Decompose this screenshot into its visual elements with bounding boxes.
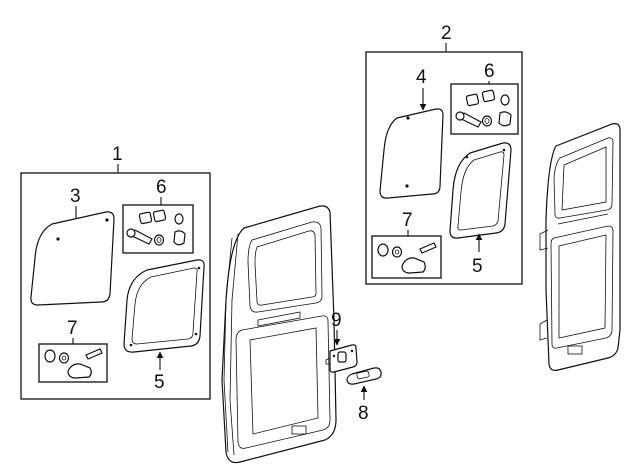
door-window-frame: [247, 221, 323, 313]
knob: [498, 111, 512, 127]
hardware-right-box: [450, 83, 519, 135]
callout-6-right: 6: [484, 61, 495, 82]
o-ring-hole: [484, 118, 490, 124]
clip-left-parts: [44, 348, 103, 379]
clip-body: [401, 257, 426, 274]
kit-left-box: [20, 172, 211, 400]
bezel-opening: [356, 370, 370, 380]
callout-4: 4: [416, 67, 427, 88]
door-lower-panel-inner: [249, 327, 319, 435]
o-ring: [153, 234, 165, 246]
glass-left-hole: [56, 237, 60, 241]
callout-2: 2: [441, 23, 452, 44]
callout-7-right: 7: [402, 210, 413, 231]
hardware-right-parts: [455, 89, 512, 128]
rear-door-right: [539, 123, 621, 371]
screw: [419, 242, 437, 254]
spacer: [377, 243, 389, 257]
seal-left: [123, 259, 205, 353]
door-edge: [223, 237, 233, 453]
o-ring: [481, 115, 493, 127]
door-right-hinge: [539, 319, 548, 341]
door-right-lower-panel: [550, 225, 614, 349]
kit-right-box: [365, 51, 523, 285]
door-right-outer-shell: [545, 123, 621, 371]
clip-right-box: [371, 235, 442, 279]
callout-5-left: 5: [154, 372, 165, 393]
door-handle-pocket: [291, 425, 307, 435]
retainer-clip: [465, 93, 480, 107]
glass-right-hole: [405, 184, 409, 188]
clip-left-box: [38, 343, 108, 383]
door-right-lower-inner: [558, 234, 607, 339]
seal-right: [449, 142, 512, 239]
latch-screw: [350, 349, 354, 353]
door-outer-shell: [221, 205, 337, 464]
retainer-clip: [481, 89, 496, 103]
bezel: [346, 367, 382, 385]
callout-8: 8: [358, 403, 369, 424]
glass-right-hole: [406, 116, 410, 120]
o-ring-hole: [156, 237, 162, 243]
latch-tab: [325, 357, 331, 365]
seal-left-fastener: [129, 343, 133, 347]
spacer: [44, 349, 56, 363]
seal-left-fastener: [194, 332, 198, 336]
glass-left: [30, 211, 115, 306]
door-right-window-inner: [561, 146, 607, 211]
callout-3: 3: [70, 186, 81, 207]
callout-9: 9: [331, 310, 342, 331]
door-right-handle-pocket: [567, 345, 583, 355]
clip-body: [67, 363, 92, 379]
door-right-window-frame: [553, 137, 614, 219]
seal-left-fastener: [197, 266, 201, 270]
seal-left-inner: [131, 267, 198, 345]
clip-right-parts: [377, 242, 437, 274]
hardware-left-box: [122, 204, 194, 254]
knob: [173, 230, 186, 246]
latch-group: 9: [325, 310, 358, 373]
callout-6-left: 6: [156, 177, 167, 198]
retainer-clip: [138, 211, 153, 225]
seal-right-fastener: [465, 155, 469, 159]
bolt-head: [126, 228, 136, 238]
retainer-clip: [152, 209, 167, 223]
callout-7-left: 7: [67, 318, 78, 339]
washer: [500, 94, 510, 106]
washer: [391, 246, 403, 258]
door-right-hinge: [539, 229, 549, 251]
door-right-reinforcement: [557, 213, 609, 225]
glass-left-hole: [105, 218, 109, 222]
screw: [85, 348, 103, 360]
bolt-head: [455, 111, 465, 121]
rear-door-center: [221, 205, 337, 464]
kit-right-group: 2 4 5 6 7: [365, 23, 523, 285]
door-reinforcement: [257, 311, 301, 327]
washer-hole: [61, 355, 67, 361]
seal-right-fastener: [502, 148, 506, 152]
latch-slot: [337, 351, 347, 363]
washer-hole: [394, 249, 400, 255]
bezel-group: 8: [346, 367, 382, 424]
washer: [174, 213, 184, 225]
door-lower-panel: [235, 315, 331, 449]
latch-screw: [332, 354, 336, 358]
seal-right-inner: [457, 151, 505, 231]
callout-5-right: 5: [472, 256, 483, 277]
hardware-left-parts: [126, 209, 186, 246]
kit-left-group: 1 3 5 6 7: [20, 144, 211, 400]
glass-right: [379, 108, 444, 199]
callout-1: 1: [112, 144, 123, 165]
door-hinge-line: [229, 233, 239, 456]
washer: [58, 352, 70, 364]
door-window-inner: [254, 230, 317, 306]
